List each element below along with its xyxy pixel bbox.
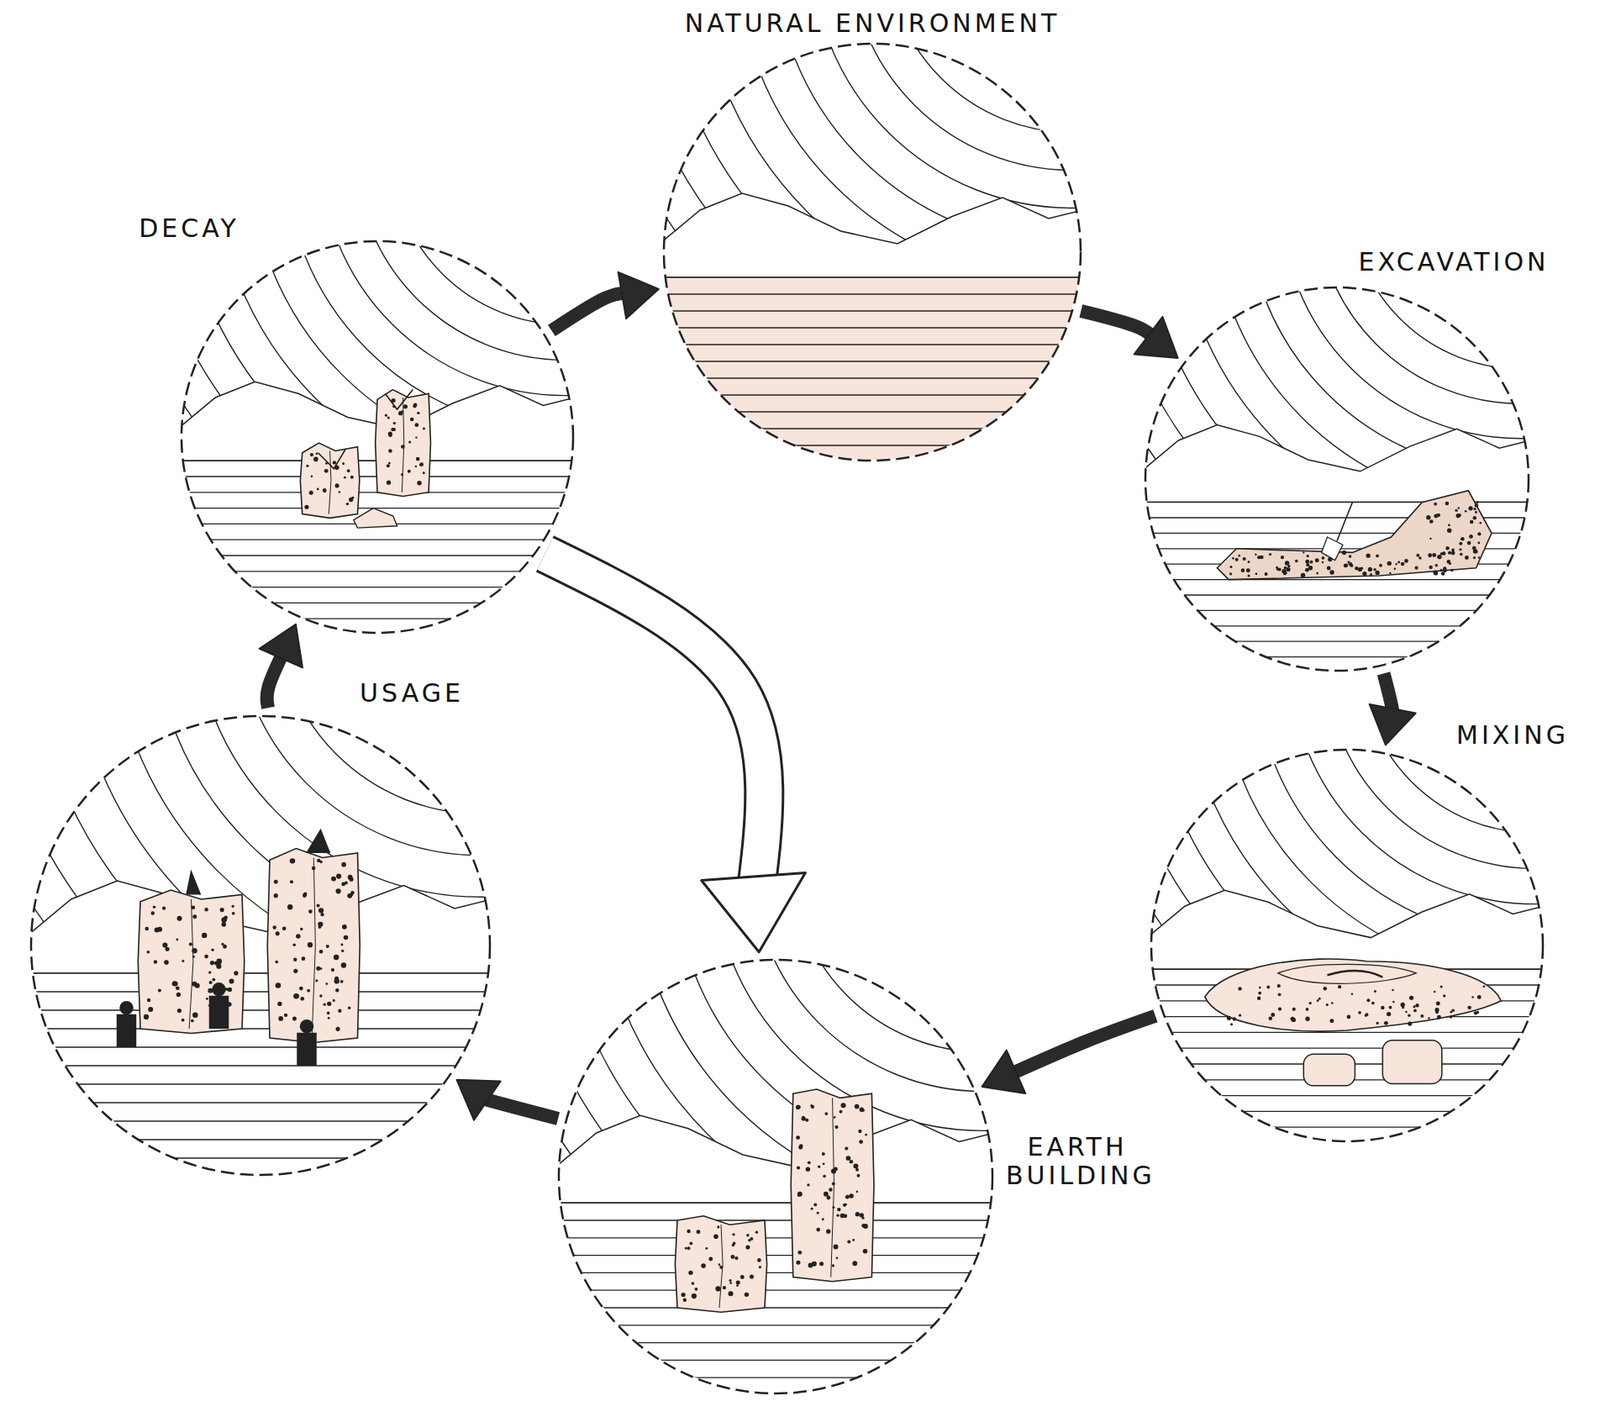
dashed-circle bbox=[663, 43, 1081, 461]
dashed-circle bbox=[29, 714, 492, 1177]
arrow-outline bbox=[544, 553, 764, 900]
arrow-head bbox=[701, 872, 806, 952]
stage-label: EARTH BUILDING bbox=[1005, 1132, 1149, 1191]
stage-scene bbox=[436, 313, 1530, 1406]
dashed-circle bbox=[31, 715, 490, 1175]
dashed-circle bbox=[1149, 747, 1545, 1143]
cycle-arrow bbox=[259, 624, 303, 708]
arrow-body bbox=[1080, 310, 1158, 343]
cycle-arrow bbox=[1369, 673, 1416, 745]
stage-label: DECAY bbox=[138, 214, 240, 244]
stage-scene bbox=[0, 32, 1058, 1189]
dashed-circle bbox=[179, 239, 575, 635]
arrow-body bbox=[544, 553, 764, 900]
stage-circle: EARTH BUILDING bbox=[557, 957, 995, 1395]
stage-label: NATURAL ENVIRONMENT bbox=[684, 9, 1061, 39]
stage-circle: EXCAVATION bbox=[1143, 285, 1531, 673]
arrow-head bbox=[1134, 316, 1179, 358]
stage-circle: USAGE bbox=[29, 714, 492, 1177]
cycle-arrow bbox=[982, 1015, 1156, 1094]
dashed-circle bbox=[181, 241, 574, 633]
dashed-circle bbox=[1143, 285, 1531, 673]
stage-circle: DECAY bbox=[179, 239, 575, 635]
arrow-head bbox=[618, 272, 659, 319]
arrow-head bbox=[1369, 704, 1416, 745]
dashed-circle bbox=[1151, 749, 1543, 1142]
stage-scene bbox=[1041, 165, 1600, 1153]
cycle-arrow bbox=[544, 553, 806, 953]
stage-circle: NATURAL ENVIRONMENT bbox=[662, 42, 1083, 463]
stage-label: USAGE bbox=[359, 678, 464, 709]
arrow-head bbox=[982, 1050, 1027, 1094]
cycle-arrow bbox=[457, 1079, 558, 1121]
arrow-body bbox=[1005, 1015, 1156, 1077]
dashed-circle bbox=[558, 959, 993, 1394]
dashed-circle bbox=[1145, 287, 1529, 671]
stage-scene bbox=[547, 0, 1598, 474]
arrow-head bbox=[259, 624, 303, 669]
dashed-circle bbox=[662, 42, 1083, 463]
stage-circle: MIXING bbox=[1149, 747, 1545, 1143]
dashed-circle bbox=[557, 957, 995, 1395]
arrow-body bbox=[551, 293, 633, 332]
cycle-arrow bbox=[1080, 310, 1178, 358]
stage-label: EXCAVATION bbox=[1358, 247, 1550, 278]
stage-scene bbox=[1037, 0, 1600, 683]
stage-label: MIXING bbox=[1456, 721, 1569, 751]
arrow-head bbox=[457, 1079, 501, 1121]
cycle-arrow bbox=[551, 272, 658, 332]
